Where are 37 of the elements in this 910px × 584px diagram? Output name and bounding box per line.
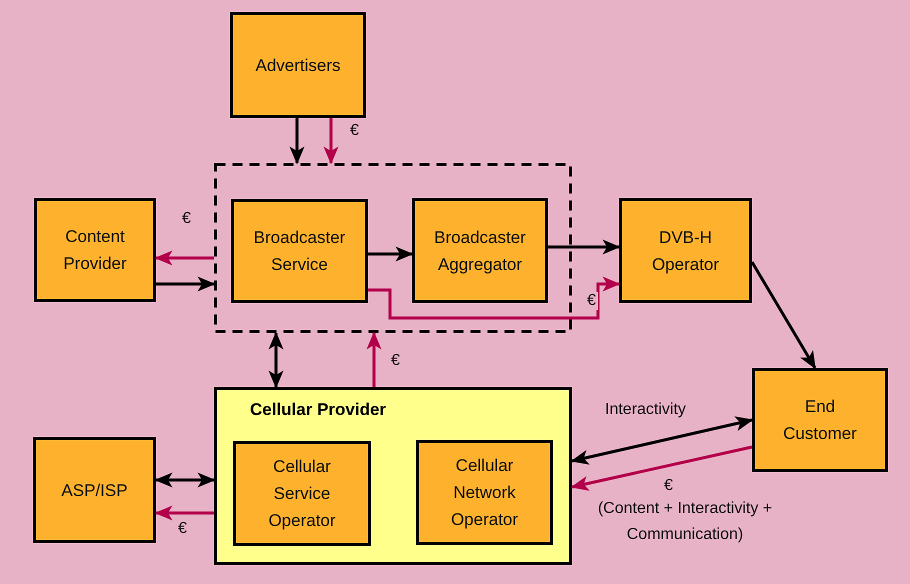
arrow	[548, 240, 620, 254]
actor-box	[34, 198, 156, 302]
actor-box	[230, 12, 366, 118]
actor-name: End Customer	[782, 396, 858, 445]
actor-name: DVB-H Operator	[650, 226, 720, 276]
arrow	[368, 246, 414, 262]
arrow	[290, 118, 304, 164]
actor-box	[33, 437, 156, 543]
actor-name: Broadcaster Aggregator	[433, 226, 527, 276]
actor-name: Broadcaster Service	[252, 227, 346, 276]
arrow	[750, 261, 816, 370]
actor-box	[416, 440, 553, 545]
arrow	[368, 276, 620, 320]
dashed-group-box	[214, 163, 572, 333]
actor-box	[752, 368, 888, 472]
edge-label: Interactivity	[603, 401, 688, 419]
edge-label: €	[585, 292, 598, 310]
actor-name: Cellular Service Operator	[267, 456, 337, 532]
arrow	[268, 332, 284, 388]
actor-box	[233, 441, 371, 546]
actor-name: Advertisers	[254, 54, 342, 76]
actor-box	[412, 198, 548, 303]
actor-name: Content Provider	[62, 226, 128, 275]
arrow	[570, 446, 752, 491]
container-title: Cellular Provider	[250, 400, 386, 420]
arrow	[366, 332, 382, 387]
actor-name: Cellular Network Operator	[450, 455, 520, 531]
actor-name: ASP/ISP	[60, 480, 129, 502]
arrow	[324, 118, 338, 164]
arrow	[154, 506, 214, 520]
actor-box	[619, 198, 752, 303]
arrow	[154, 472, 216, 488]
actor-box	[231, 199, 368, 303]
provider-container	[214, 387, 572, 565]
arrow	[156, 276, 216, 292]
arrow	[154, 250, 214, 266]
arrow	[570, 416, 754, 465]
